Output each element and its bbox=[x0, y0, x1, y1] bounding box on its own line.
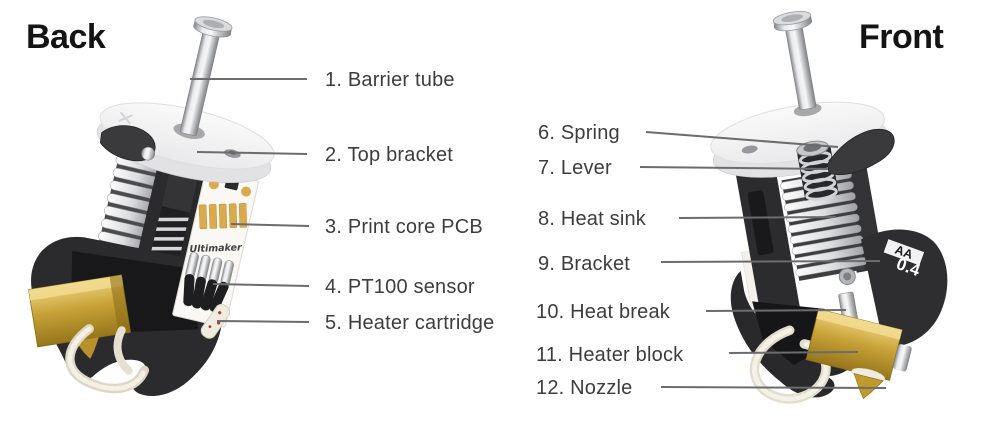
label-nozzle: 12. Nozzle bbox=[536, 377, 633, 399]
label-bracket: 9. Bracket bbox=[538, 253, 631, 275]
leader-line-heat-break bbox=[705, 309, 847, 312]
lever-front bbox=[827, 129, 895, 176]
leader-line-heater-cartridge bbox=[216, 320, 310, 323]
leader-line-bracket bbox=[660, 260, 881, 263]
label-heater-cartridge: 5. Heater cartridge bbox=[325, 312, 495, 334]
label-barrier-tube: 1. Barrier tube bbox=[325, 69, 455, 91]
barrier-tube-front bbox=[772, 10, 817, 111]
screw-head bbox=[838, 267, 856, 285]
front-view-photo: AA 0.4 bbox=[710, 10, 948, 404]
label-pt100-sensor: 4. PT100 sensor bbox=[325, 276, 475, 298]
back-view-title: Back bbox=[26, 18, 106, 56]
core-type-sticker bbox=[883, 239, 925, 266]
label-top-bracket: 2. Top bracket bbox=[325, 144, 454, 166]
heater-cartridge-sleeve bbox=[200, 303, 231, 339]
label-spring: 6. Spring bbox=[538, 122, 620, 144]
label-heat-break: 10. Heat break bbox=[536, 301, 670, 323]
lever-back bbox=[99, 125, 156, 162]
back-view-photo: Ultimaker bbox=[28, 16, 275, 397]
print-core-pcb: Ultimaker bbox=[172, 168, 259, 339]
spring-front bbox=[796, 140, 839, 201]
leader-line-lever bbox=[639, 166, 829, 170]
label-print-core-pcb: 3. Print core PCB bbox=[325, 216, 483, 238]
pcb-gold-pads bbox=[198, 203, 248, 230]
pt100-crimps bbox=[183, 252, 234, 313]
pcb-logo-text: Ultimaker bbox=[189, 242, 243, 255]
leader-lines bbox=[190, 78, 887, 389]
label-lever: 7. Lever bbox=[538, 157, 612, 179]
leader-line-top-bracket bbox=[196, 151, 308, 155]
nozzle-part bbox=[853, 373, 884, 400]
leader-line-print-core-pcb bbox=[230, 223, 310, 227]
front-view-title: Front bbox=[859, 18, 944, 56]
leader-line-nozzle bbox=[660, 386, 887, 389]
leader-line-pt100-sensor bbox=[212, 283, 310, 287]
bracket-front: AA 0.4 bbox=[861, 229, 948, 347]
leader-line-heater-block bbox=[728, 351, 859, 354]
leader-line-spring bbox=[645, 131, 839, 148]
label-heat-sink: 8. Heat sink bbox=[538, 208, 647, 230]
core-type-text: AA bbox=[893, 243, 915, 262]
leader-line-heat-sink bbox=[678, 216, 837, 219]
label-heater-block: 11. Heater block bbox=[536, 344, 684, 366]
heater-block-front bbox=[805, 308, 912, 400]
heater-wires-back bbox=[65, 324, 150, 394]
